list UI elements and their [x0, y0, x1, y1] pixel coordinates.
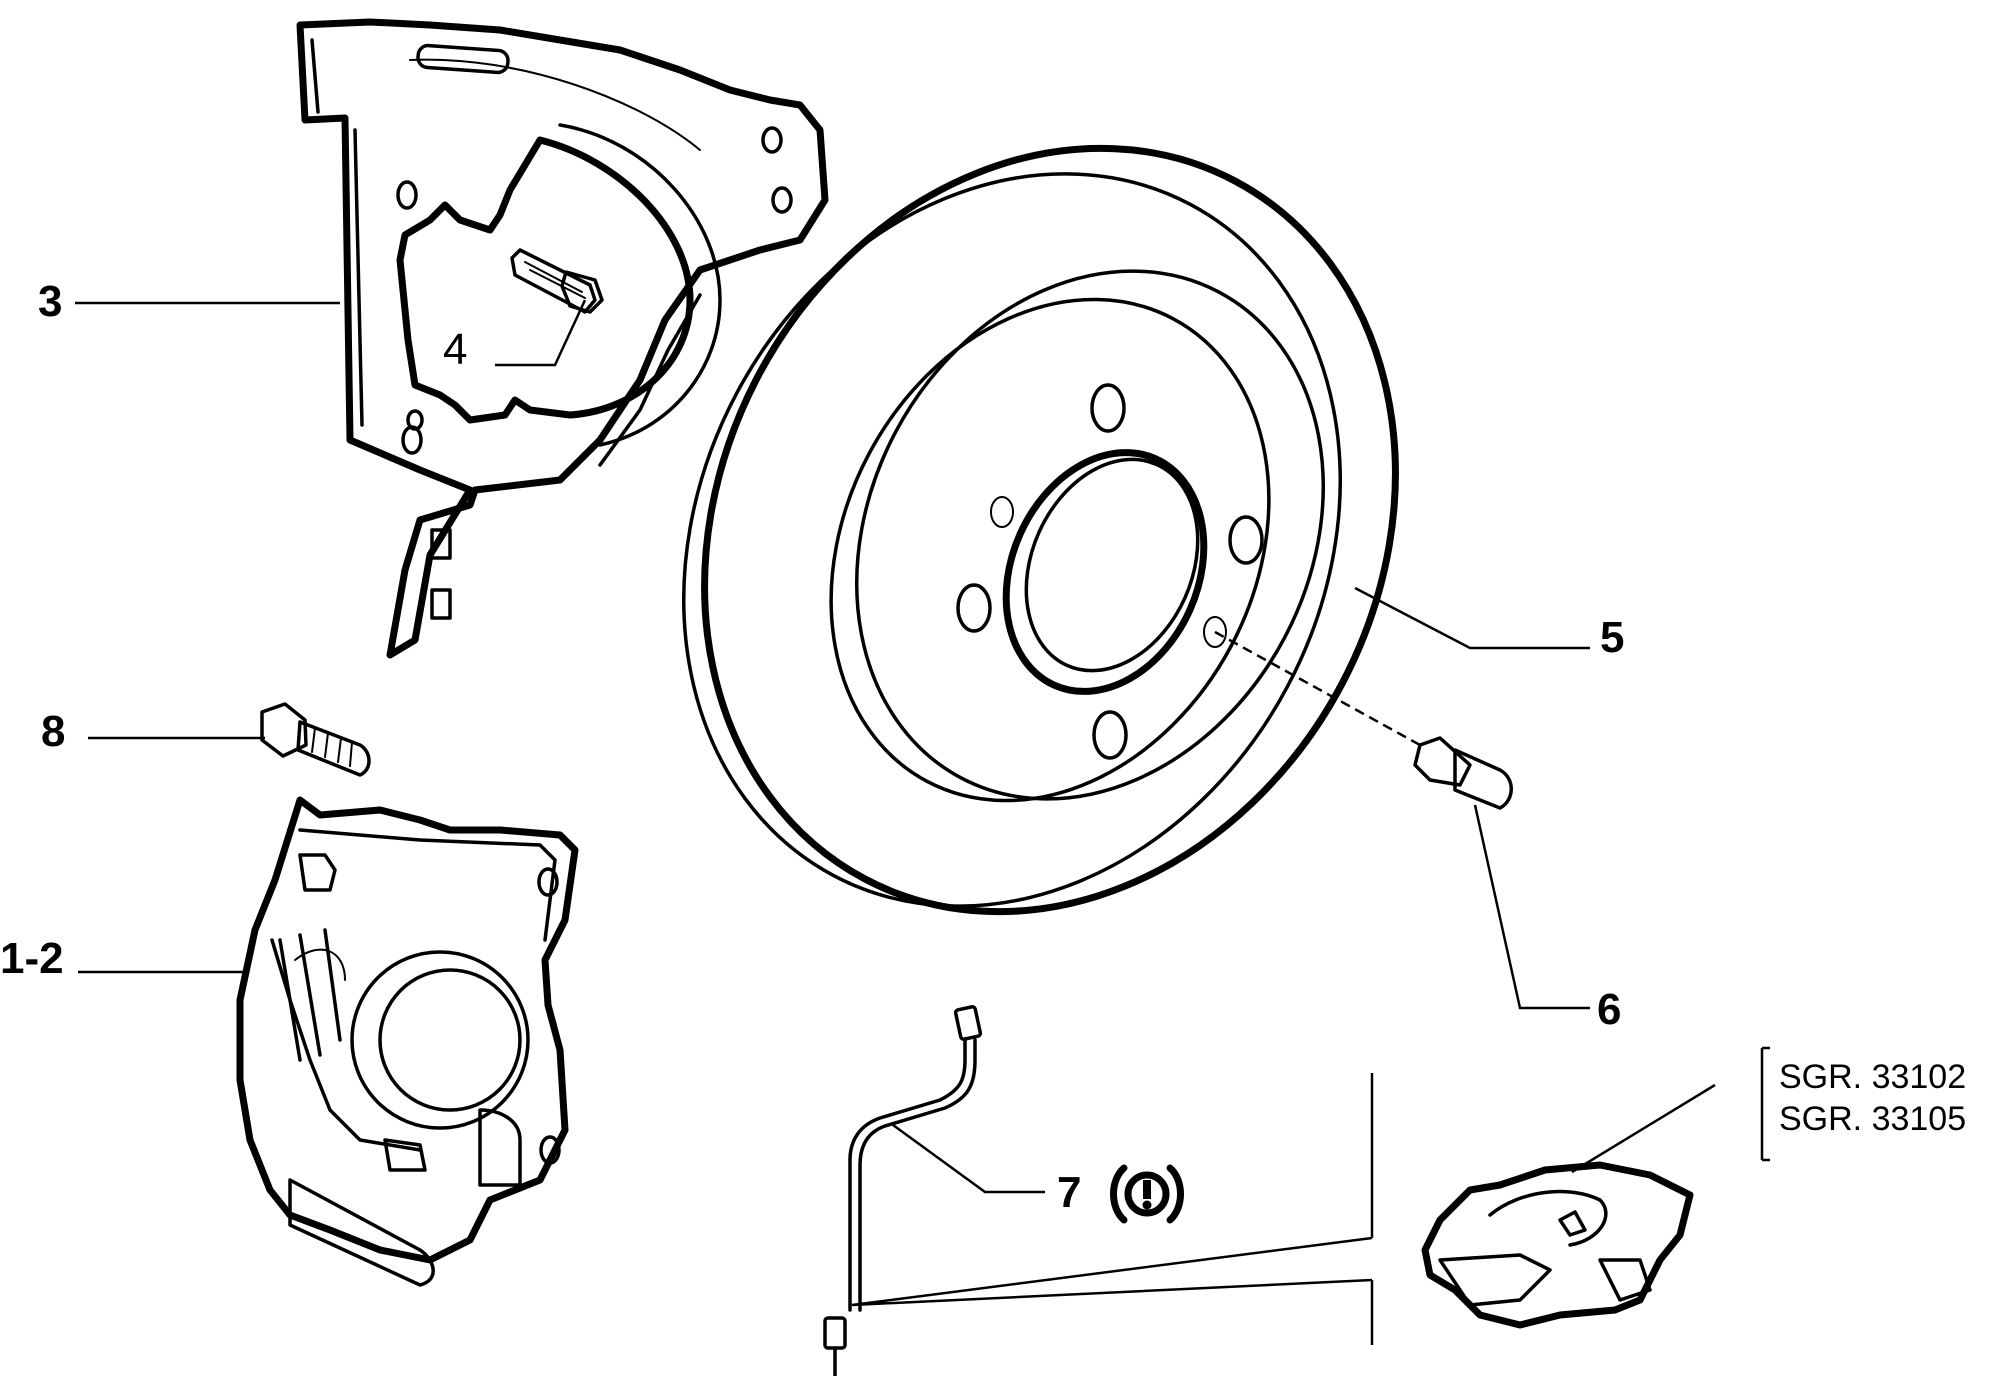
pad-wear-sensor-part — [823, 1005, 983, 1376]
callout-3: 3 — [38, 277, 62, 326]
callout-4: 4 — [443, 325, 467, 374]
sensor-leader — [851, 1236, 1373, 1307]
dust-shield-part — [296, 18, 829, 659]
reference-sgr-2: SGR. 33105 — [1779, 1100, 1966, 1138]
warning-brake-icon — [1110, 1164, 1184, 1224]
bolt-part-4 — [510, 248, 604, 314]
reference-bracket — [1760, 1046, 1770, 1162]
leader-7 — [892, 1123, 1045, 1194]
callout-6: 6 — [1597, 985, 1621, 1034]
brake-caliper-part — [236, 796, 579, 1287]
sensor-clip-part — [1421, 1161, 1694, 1329]
disc-screw-part — [1214, 630, 1513, 810]
leader-reference — [1571, 1083, 1716, 1174]
callout-8: 8 — [41, 707, 65, 756]
leader-4 — [495, 299, 587, 367]
leader-lines — [75, 299, 1770, 1345]
callout-1-2: 1-2 — [0, 934, 64, 983]
brake-disc-part — [682, 144, 1399, 916]
banjo-bolt-part — [260, 702, 371, 777]
callout-7: 7 — [1057, 1168, 1081, 1217]
reference-sgr-1: SGR. 33102 — [1779, 1058, 1966, 1096]
leader-6 — [1473, 804, 1590, 1010]
leader-5 — [1354, 586, 1590, 650]
callout-5: 5 — [1600, 613, 1624, 662]
